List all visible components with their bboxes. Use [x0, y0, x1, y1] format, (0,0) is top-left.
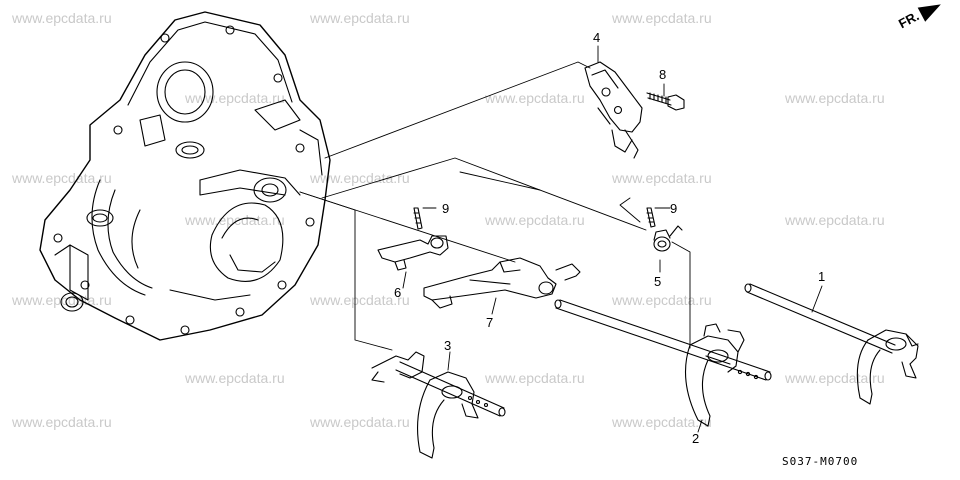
- assembly-leader-lines: [299, 61, 691, 351]
- part-7-shift-arm: [423, 257, 581, 309]
- watermark: www.epcdata.ru: [310, 170, 410, 186]
- watermark: www.epcdata.ru: [785, 90, 885, 106]
- watermark: www.epcdata.ru: [310, 292, 410, 308]
- part-2-shift-fork: [685, 323, 745, 427]
- part-3-shift-fork: [371, 351, 479, 459]
- transmission-housing-drawing: [39, 11, 331, 341]
- watermark: www.epcdata.ru: [612, 10, 712, 26]
- callout-leaders: [402, 45, 823, 433]
- watermark: www.epcdata.ru: [12, 10, 112, 26]
- part-5-collar: [653, 225, 683, 252]
- part-6-shift-piece: [377, 235, 449, 271]
- callout-3: 3: [444, 338, 452, 353]
- watermark: www.epcdata.ru: [185, 212, 285, 228]
- part-1-shift-rod: [744, 283, 896, 354]
- callout-9-left: 9: [442, 201, 450, 216]
- callout-8: 8: [659, 67, 667, 82]
- watermark: www.epcdata.ru: [310, 414, 410, 430]
- part-3-shift-rod: [395, 361, 506, 417]
- watermark: www.epcdata.ru: [485, 212, 585, 228]
- watermark: www.epcdata.ru: [310, 10, 410, 26]
- watermark: www.epcdata.ru: [612, 414, 712, 430]
- watermark: www.epcdata.ru: [785, 370, 885, 386]
- callout-7: 7: [486, 315, 494, 330]
- callout-4: 4: [593, 30, 601, 45]
- part-8-bolt: [646, 92, 685, 111]
- watermark: www.epcdata.ru: [185, 370, 285, 386]
- part-1-shift-fork: [856, 329, 919, 405]
- watermark: www.epcdata.ru: [485, 90, 585, 106]
- part-9-spring-pin-right: [646, 207, 656, 228]
- watermark: www.epcdata.ru: [612, 292, 712, 308]
- watermark: www.epcdata.ru: [12, 170, 112, 186]
- diagram-code: S037-M0700: [782, 455, 859, 468]
- watermark: www.epcdata.ru: [785, 212, 885, 228]
- part-9-spring-pin-left: [413, 207, 423, 230]
- callout-2: 2: [692, 431, 700, 446]
- part-4-shift-bracket: [584, 61, 643, 159]
- watermark: www.epcdata.ru: [485, 370, 585, 386]
- watermark: www.epcdata.ru: [612, 170, 712, 186]
- watermark: www.epcdata.ru: [185, 90, 285, 106]
- watermark: www.epcdata.ru: [12, 414, 112, 430]
- callout-1: 1: [818, 269, 826, 284]
- callout-6: 6: [394, 285, 402, 300]
- callout-9-right: 9: [670, 201, 678, 216]
- part-2-shift-rod: [554, 299, 772, 381]
- callout-5: 5: [654, 274, 662, 289]
